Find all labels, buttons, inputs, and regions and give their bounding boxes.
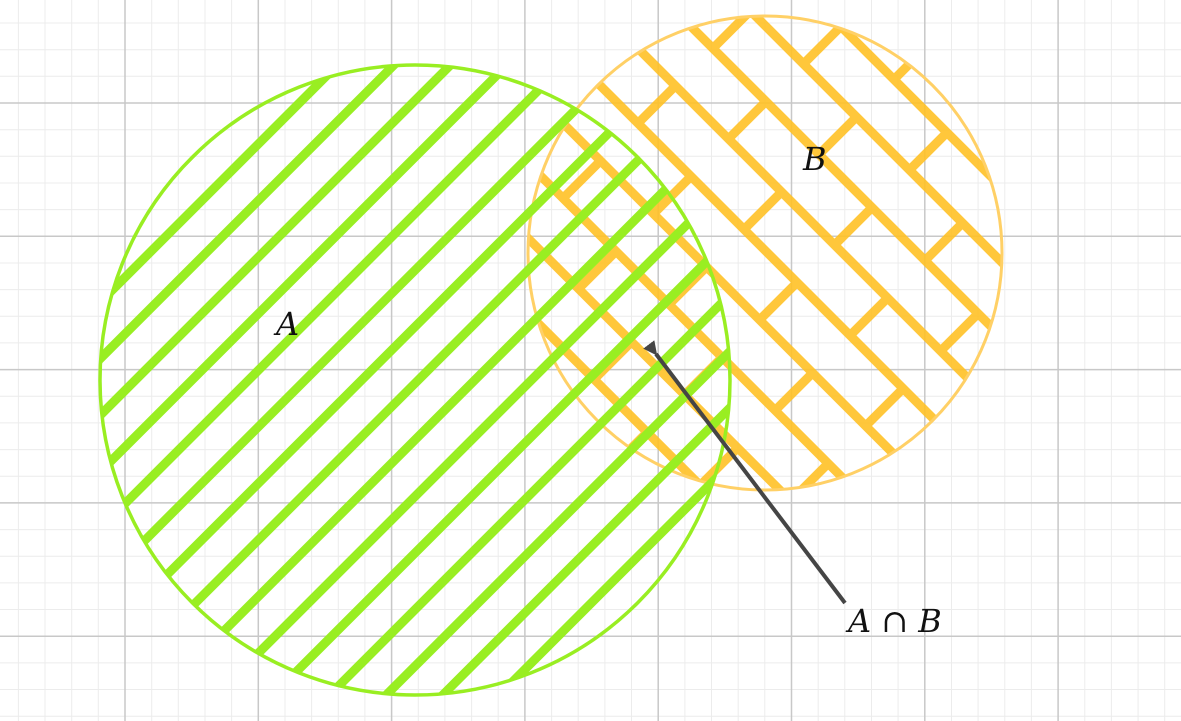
set-a-outline — [98, 63, 732, 697]
set-a-label: A — [273, 305, 299, 343]
intersection-arrow — [643, 340, 847, 605]
set-a — [98, 63, 732, 697]
set-a-fill — [100, 65, 730, 695]
set-b-label: B — [802, 140, 827, 178]
intersection-label: A ∩ B — [845, 602, 942, 640]
